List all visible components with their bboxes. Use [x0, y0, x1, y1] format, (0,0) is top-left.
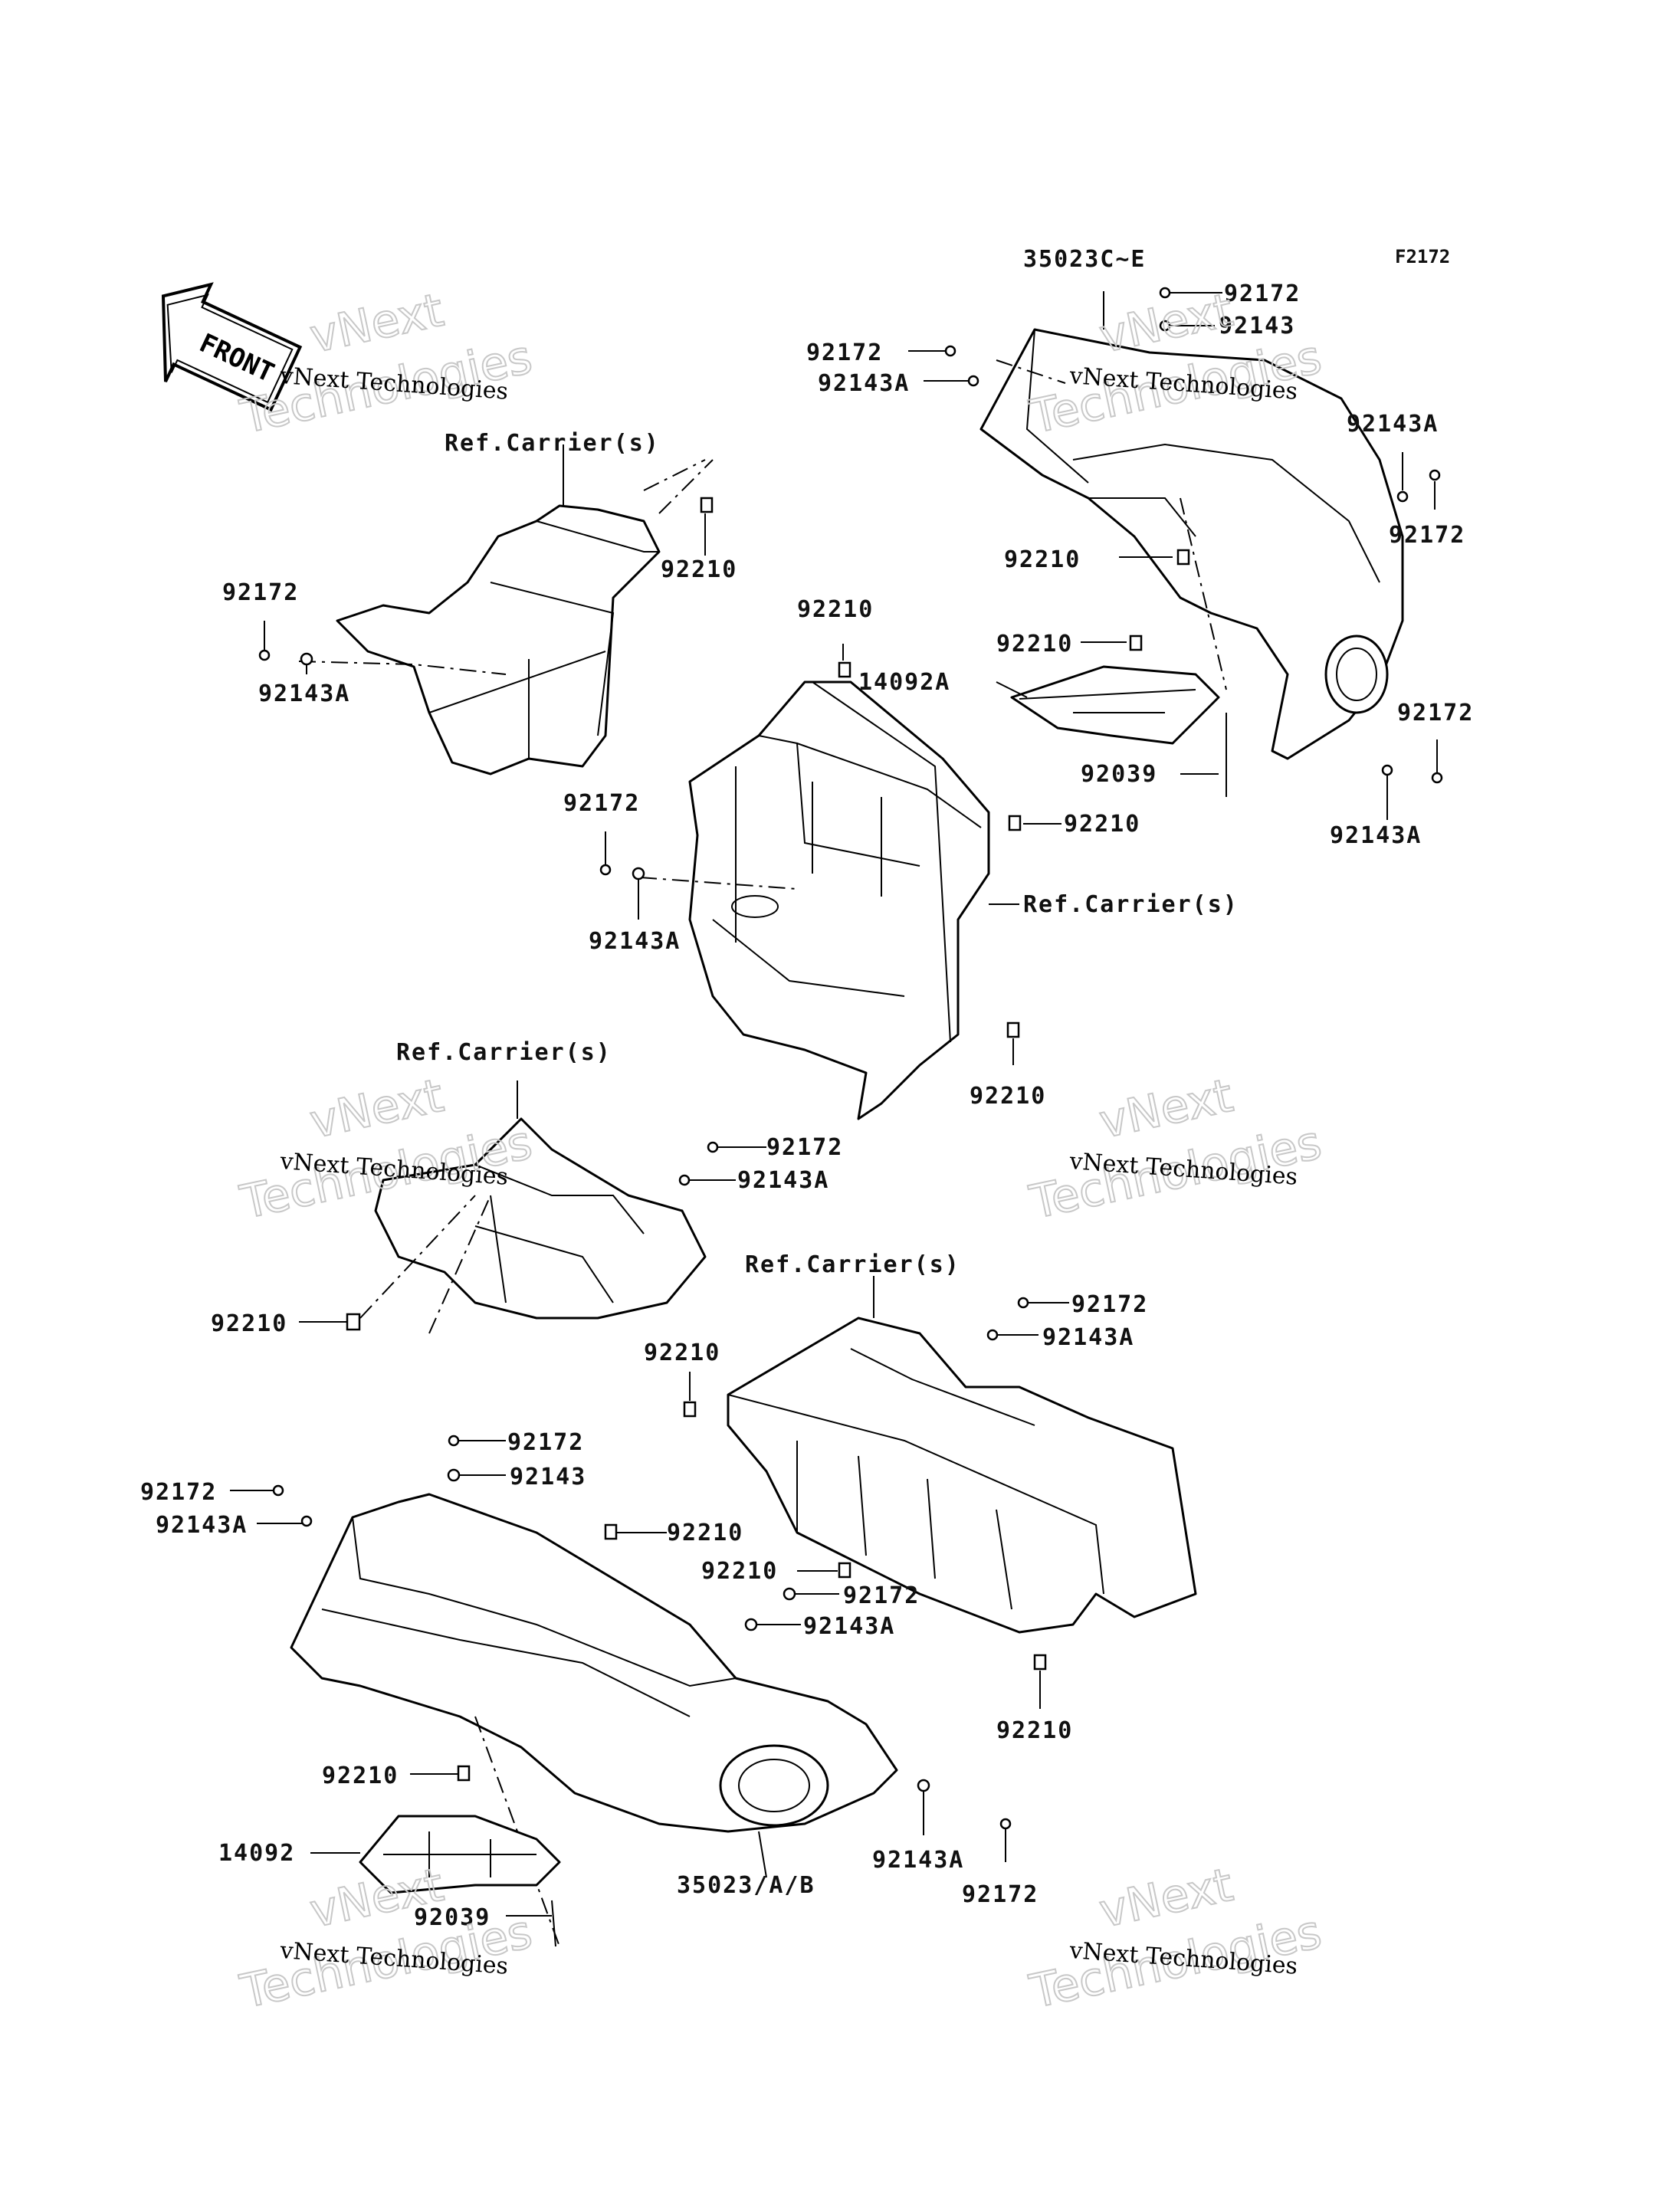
clip-92210-k [1033, 1654, 1047, 1671]
label-92210: 92210 [996, 631, 1073, 657]
upper-left-fender-part [298, 444, 714, 776]
washer-92143A-g [986, 1329, 999, 1341]
rivet-92039-b [551, 1900, 556, 1947]
label-92039: 92039 [414, 1904, 491, 1931]
label-92172: 92172 [1389, 522, 1465, 549]
label-14092A: 14092A [858, 669, 950, 696]
label-92143: 92143 [510, 1464, 586, 1490]
clip-92210-a [700, 497, 714, 513]
washer-92143A-h [300, 1515, 313, 1527]
bolt-92172-j [272, 1484, 284, 1497]
label-92143A: 92143A [737, 1167, 829, 1194]
clip-92210-f [1006, 1021, 1020, 1038]
bolt-92172-d [258, 649, 271, 661]
bolt-92172-i [448, 1435, 460, 1447]
part-labels: 35023C~E 92172 92143 92172 92143A 92143A… [140, 246, 1474, 1931]
clip-92210-e [1008, 815, 1022, 831]
lower-right-carrier-box-part [727, 1276, 1197, 1634]
label-92172: 92172 [843, 1582, 920, 1609]
label-92210: 92210 [644, 1340, 720, 1366]
label-14092: 14092 [218, 1840, 295, 1867]
label-92172: 92172 [962, 1881, 1039, 1908]
label-92172: 92172 [766, 1134, 843, 1161]
label-92210: 92210 [1064, 811, 1140, 838]
washer-92143-b [447, 1468, 461, 1482]
front-fender-left-part [290, 1493, 898, 1947]
mud-guard-panel-14092A-part [1010, 665, 1220, 745]
bolt-92172-h [1017, 1297, 1029, 1309]
label-92143A: 92143A [803, 1613, 895, 1640]
leader-lines [230, 292, 1438, 1917]
washer-92143-a [1159, 320, 1171, 332]
washer-92143A-c [300, 652, 313, 666]
label-92172: 92172 [507, 1429, 584, 1456]
front-fender-right-part [979, 291, 1404, 760]
clip-92210-j [838, 1562, 851, 1579]
washer-92143A-e [632, 867, 645, 880]
label-92143: 92143 [1219, 313, 1295, 339]
label-92210: 92210 [970, 1083, 1046, 1110]
label-92143A: 92143A [818, 370, 910, 397]
label-ref-carrier: Ref.Carrier(s) [745, 1251, 960, 1278]
clip-92210-i [604, 1523, 618, 1540]
label-ref-carrier: Ref.Carrier(s) [445, 430, 660, 457]
washer-92143A-d [1381, 764, 1393, 776]
label-92172: 92172 [1224, 280, 1301, 307]
label-35023c-e: 35023C~E [1023, 246, 1147, 273]
label-92210: 92210 [996, 1717, 1073, 1744]
label-92143A: 92143A [872, 1847, 964, 1874]
label-92172: 92172 [563, 790, 640, 817]
label-92039: 92039 [1081, 761, 1157, 788]
label-92172: 92172 [222, 579, 299, 606]
label-92210: 92210 [701, 1558, 778, 1585]
bolt-92172-b [944, 345, 956, 357]
label-92172: 92172 [1071, 1291, 1148, 1318]
label-92210: 92210 [211, 1310, 287, 1337]
label-92210: 92210 [797, 596, 874, 623]
label-92210: 92210 [667, 1520, 743, 1546]
label-92143A: 92143A [156, 1512, 248, 1539]
front-arrow-icon: FRONT [161, 282, 303, 412]
label-35023-a-b: 35023/A/B [677, 1872, 815, 1899]
figure-code: F2172 [1395, 246, 1450, 267]
label-92210: 92210 [661, 556, 737, 583]
clip-92210-c [838, 661, 851, 678]
label-92143A: 92143A [1042, 1324, 1134, 1351]
bolt-92172-g [707, 1141, 719, 1153]
clip-92210-h [683, 1401, 697, 1418]
label-92172: 92172 [1397, 700, 1474, 726]
label-ref-carrier: Ref.Carrier(s) [1023, 891, 1239, 918]
label-92143A: 92143A [1347, 411, 1439, 438]
label-92210: 92210 [1004, 546, 1081, 573]
bolt-92172-c [1429, 469, 1441, 481]
label-92172: 92172 [806, 339, 883, 366]
bolt-92172-e [1431, 772, 1443, 784]
bolt-92172-a [1159, 287, 1171, 299]
clip-92210-b [1176, 549, 1190, 566]
bolt-92172-k [783, 1587, 796, 1601]
middle-left-fender-part [359, 1080, 707, 1334]
label-92143A: 92143A [258, 680, 350, 707]
label-92210: 92210 [322, 1763, 399, 1789]
center-carrier-box-part [639, 680, 990, 1120]
mud-guard-panel-14092-part [359, 1815, 561, 1894]
bolt-92172-f [599, 864, 612, 876]
clip-92210-l [457, 1765, 471, 1782]
label-92172: 92172 [140, 1479, 217, 1506]
washer-92143A-j [917, 1779, 930, 1792]
washer-92143A-b [1396, 490, 1409, 503]
washer-92143A-f [678, 1174, 691, 1186]
bolt-92172-l [999, 1818, 1012, 1830]
washer-92143A-a [967, 375, 979, 387]
clip-92210-d [1129, 635, 1143, 651]
washer-92143A-i [744, 1618, 758, 1631]
label-ref-carrier: Ref.Carrier(s) [396, 1039, 612, 1066]
label-92143A: 92143A [1330, 822, 1422, 849]
label-92143A: 92143A [589, 928, 681, 955]
clip-92210-g [346, 1313, 361, 1331]
